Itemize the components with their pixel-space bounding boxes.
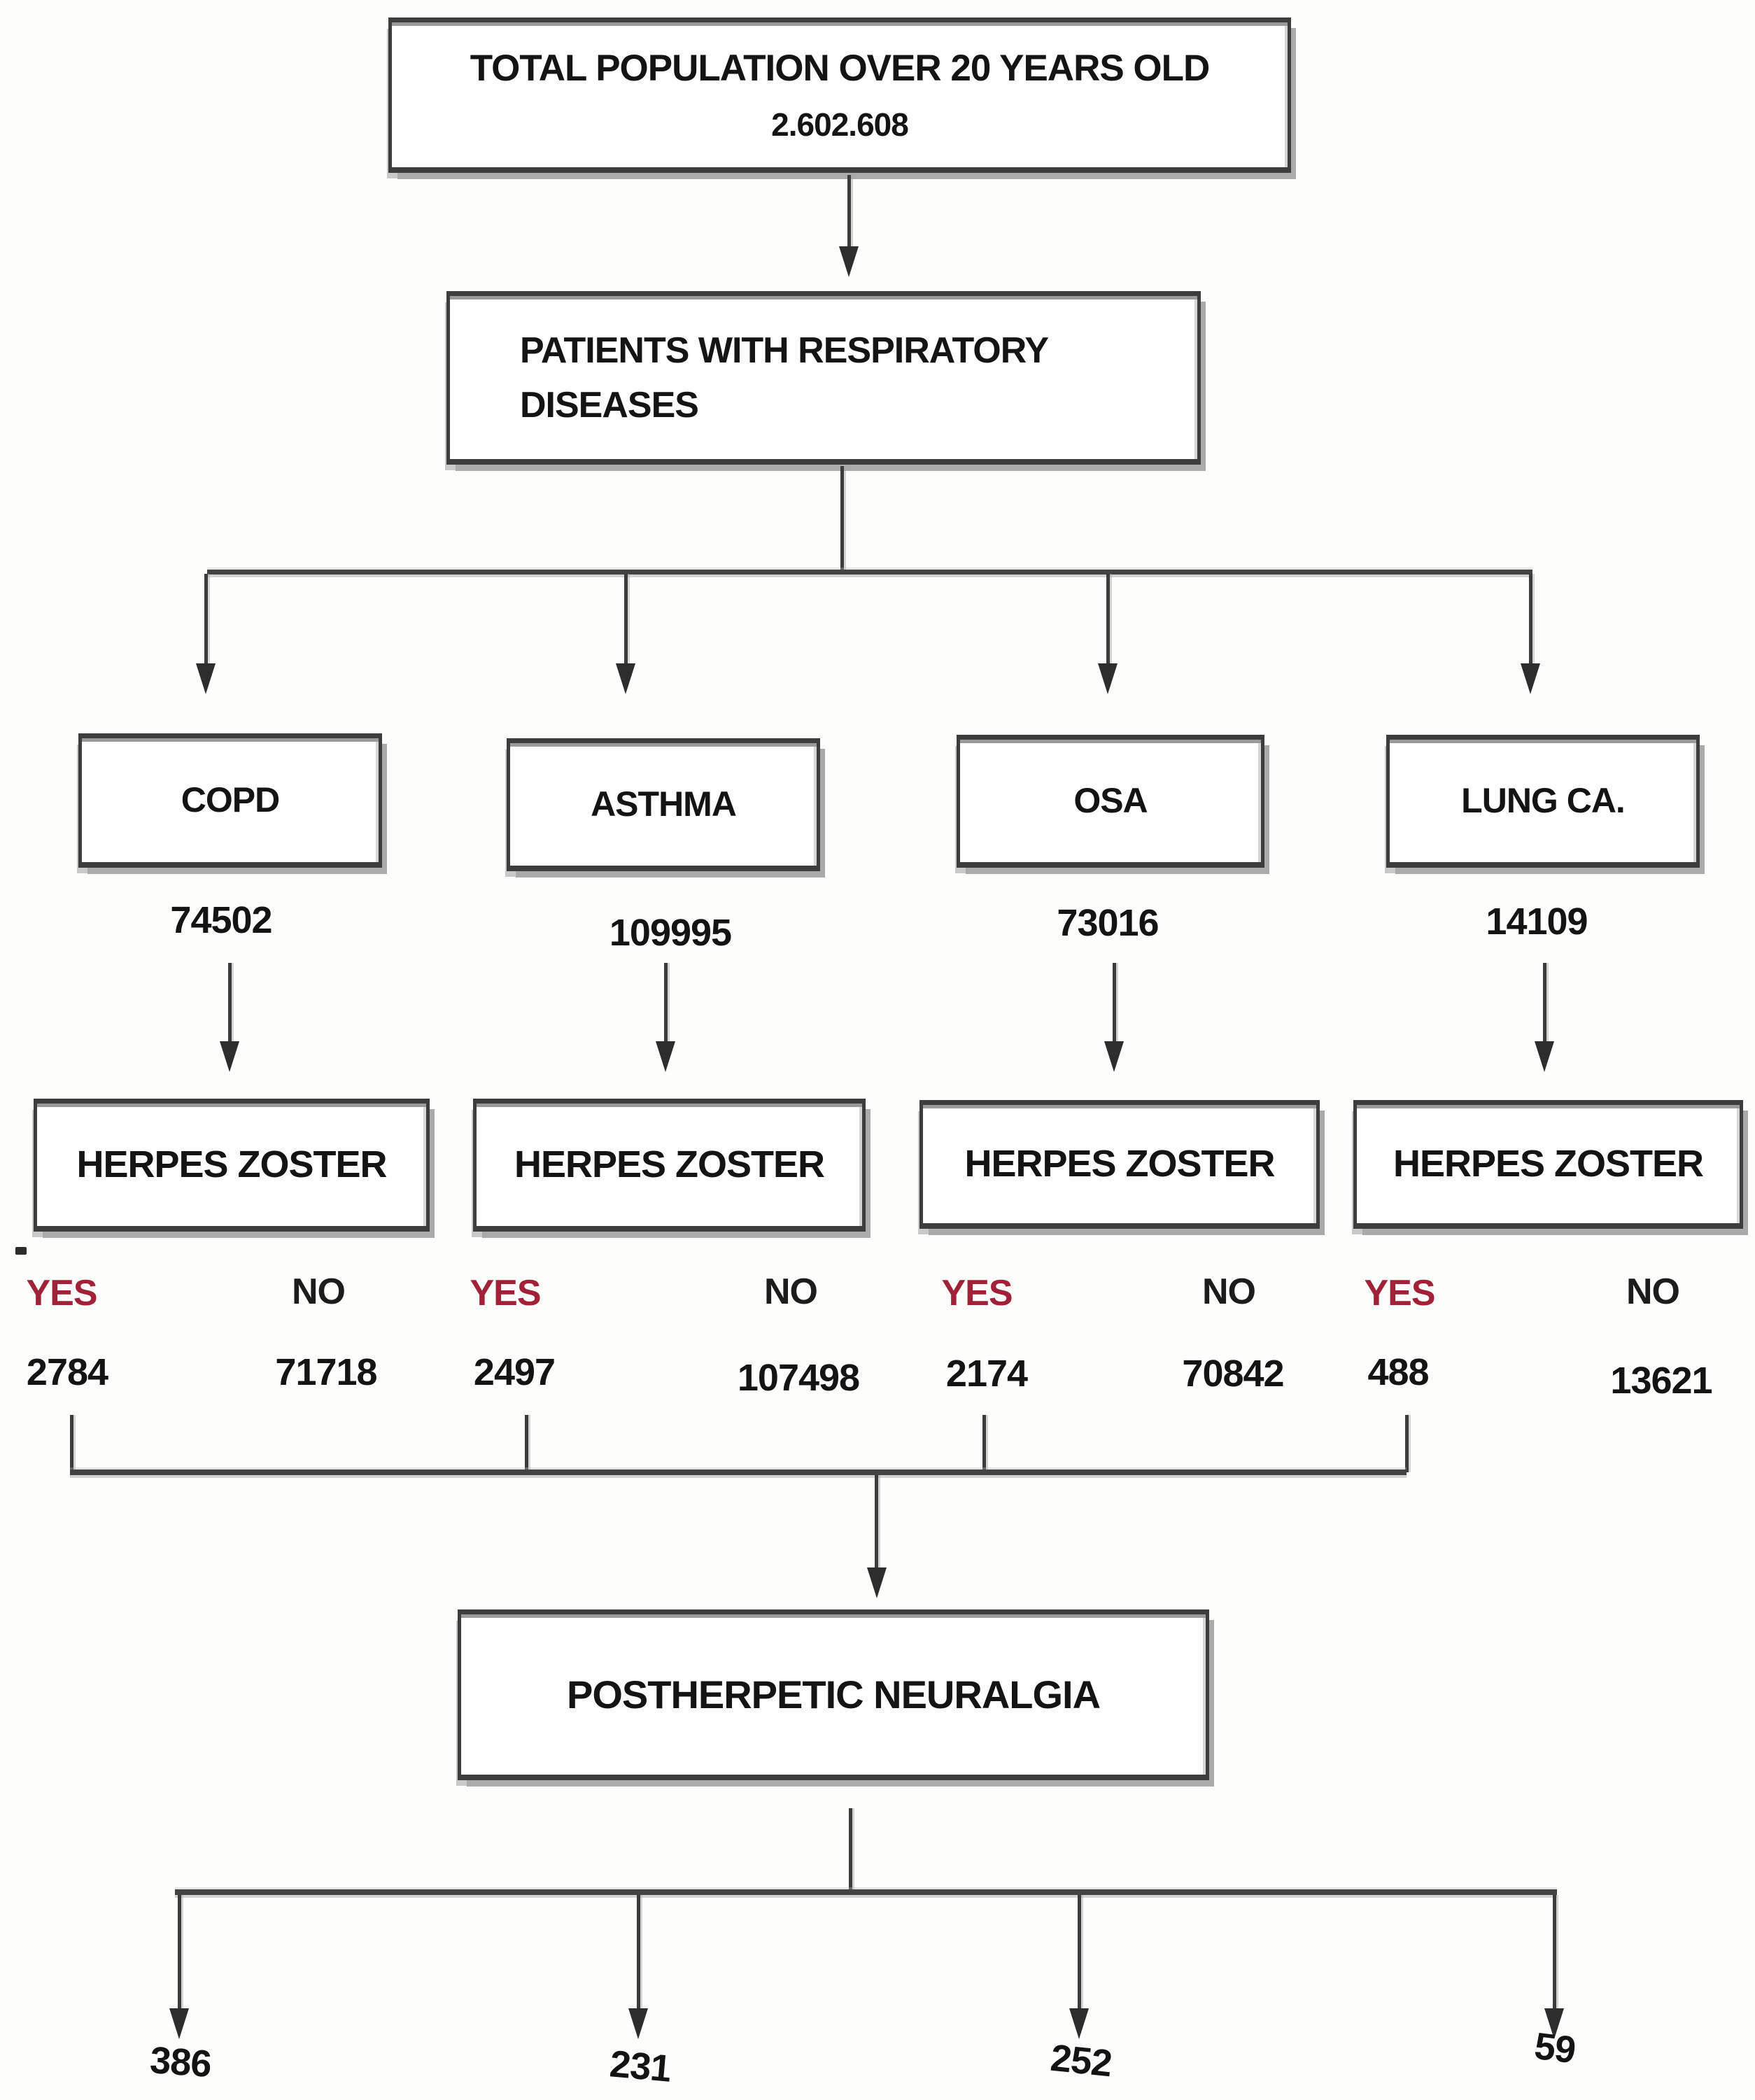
total-population-label: TOTAL POPULATION OVER 20 YEARS OLD	[470, 48, 1211, 90]
arrow-branch-asthma-head	[616, 663, 635, 694]
copd-herpes-zoster-box: HERPES ZOSTER	[34, 1099, 430, 1232]
osa-hz-no-value: 70842	[1182, 1353, 1284, 1395]
osa-herpes-zoster-box: HERPES ZOSTER	[919, 1100, 1320, 1229]
arrow-asthma-to-hz-head	[656, 1041, 675, 1072]
lungca-box: LUNG CA.	[1386, 735, 1700, 868]
arrow-lungca-to-hz-head	[1535, 1041, 1554, 1072]
arrow-phn-lungca-head	[1544, 2008, 1564, 2039]
arrow-phn-asthma-line	[637, 1895, 640, 2010]
osa-label: OSA	[1073, 781, 1148, 820]
branch-splitter-line	[207, 570, 1532, 575]
yes-collector-line	[70, 1470, 1407, 1475]
respiratory-box: PATIENTS WITH RESPIRATORY DISEASES	[446, 291, 1201, 465]
phn-splitter-line	[175, 1889, 1557, 1895]
copd-phn-value: 386	[148, 2039, 213, 2085]
arrow-asthma-to-hz-line	[664, 963, 668, 1043]
osa-phn-value: 252	[1048, 2036, 1114, 2085]
lungca-label: LUNG CA.	[1461, 781, 1626, 820]
arrow-osa-to-hz-head	[1104, 1041, 1124, 1072]
yes-collector-stub-osa	[982, 1415, 986, 1472]
osa-box: OSA	[957, 735, 1264, 868]
arrow-osa-to-hz-line	[1113, 963, 1116, 1043]
arrow-branch-osa-head	[1098, 663, 1118, 694]
respiratory-label-line2: DISEASES	[520, 384, 699, 425]
asthma-herpes-zoster-box: HERPES ZOSTER	[473, 1099, 866, 1232]
respiratory-branch-stub	[840, 466, 844, 571]
arrow-phn-copd-line	[178, 1895, 181, 2010]
arrow-phn-lungca-line	[1553, 1895, 1556, 2010]
asthma-hz-no-label: NO	[764, 1271, 818, 1312]
asthma-hz-no-value: 107498	[737, 1357, 860, 1399]
lungca-herpes-zoster-label: HERPES ZOSTER	[1393, 1143, 1704, 1185]
arrow-phn-copd-head	[169, 2008, 189, 2039]
copd-herpes-zoster-label: HERPES ZOSTER	[76, 1143, 387, 1185]
yes-collector-stub-lungca	[1405, 1415, 1409, 1472]
arrow-phn-osa-line	[1078, 1895, 1081, 2010]
arrow-branch-lungca-line	[1529, 574, 1532, 665]
arrow-total-to-respiratory-head	[839, 246, 859, 277]
postherpetic-neuralgia-box: POSTHERPETIC NEURALGIA	[458, 1609, 1209, 1780]
arrow-collector-to-phn-line	[875, 1475, 878, 1569]
osa-hz-yes-label: YES	[941, 1273, 1013, 1313]
postherpetic-neuralgia-label: POSTHERPETIC NEURALGIA	[566, 1672, 1101, 1717]
phn-branch-stub	[849, 1808, 852, 1891]
arrow-branch-asthma-line	[624, 574, 628, 665]
copd-box: COPD	[78, 733, 382, 868]
copd-hz-yes-label: YES	[26, 1273, 97, 1313]
arrow-total-to-respiratory-line	[847, 175, 851, 248]
scan-speck	[15, 1247, 27, 1255]
arrow-branch-lungca-head	[1521, 663, 1540, 694]
asthma-box: ASTHMA	[507, 738, 820, 871]
copd-label: COPD	[181, 780, 280, 819]
copd-hz-no-label: NO	[292, 1271, 346, 1312]
osa-hz-yes-value: 2174	[945, 1353, 1028, 1395]
yes-collector-stub-copd	[70, 1415, 73, 1472]
total-population-box: TOTAL POPULATION OVER 20 YEARS OLD 2.602…	[388, 17, 1291, 173]
arrow-phn-osa-head	[1069, 2008, 1089, 2039]
asthma-phn-value: 231	[607, 2043, 673, 2090]
lungca-hz-no-value: 13621	[1610, 1360, 1712, 1402]
asthma-label: ASTHMA	[591, 784, 737, 824]
osa-population-value: 73016	[1057, 902, 1159, 944]
copd-hz-yes-value: 2784	[26, 1351, 108, 1393]
arrow-phn-asthma-head	[628, 2008, 648, 2039]
copd-hz-no-value: 71718	[275, 1351, 377, 1393]
osa-herpes-zoster-label: HERPES ZOSTER	[964, 1143, 1275, 1185]
osa-hz-no-label: NO	[1202, 1271, 1256, 1312]
lungca-hz-yes-value: 488	[1367, 1351, 1429, 1393]
yes-collector-stub-asthma	[525, 1415, 528, 1472]
arrow-collector-to-phn-head	[867, 1567, 887, 1598]
lungca-population-value: 14109	[1486, 901, 1588, 943]
copd-population-value: 74502	[170, 899, 272, 941]
asthma-hz-yes-label: YES	[470, 1273, 541, 1313]
arrow-branch-osa-line	[1106, 574, 1110, 665]
lungca-hz-yes-label: YES	[1364, 1273, 1435, 1313]
arrow-copd-to-hz-line	[228, 963, 232, 1043]
lungca-hz-no-label: NO	[1626, 1271, 1680, 1312]
lungca-phn-value: 59	[1532, 2024, 1578, 2072]
asthma-herpes-zoster-label: HERPES ZOSTER	[514, 1143, 825, 1185]
asthma-hz-yes-value: 2497	[473, 1351, 556, 1393]
lungca-herpes-zoster-box: HERPES ZOSTER	[1353, 1100, 1743, 1229]
arrow-branch-copd-head	[196, 663, 216, 694]
arrow-branch-copd-line	[204, 574, 208, 665]
total-population-value: 2.602.608	[771, 106, 909, 143]
arrow-lungca-to-hz-line	[1543, 963, 1546, 1043]
asthma-population-value: 109995	[609, 912, 732, 954]
respiratory-label-line1: PATIENTS WITH RESPIRATORY	[520, 330, 1049, 371]
arrow-copd-to-hz-head	[220, 1041, 239, 1072]
